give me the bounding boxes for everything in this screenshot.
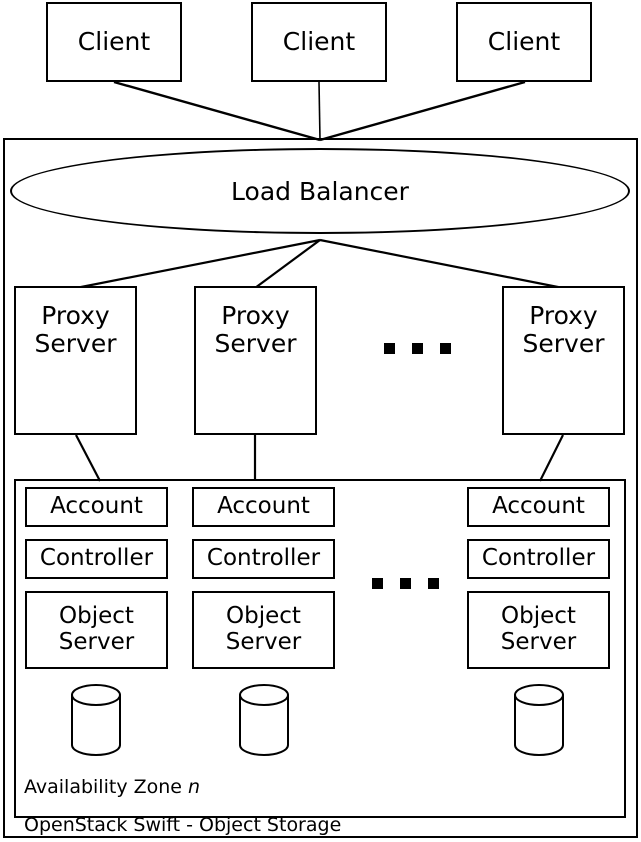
object-server-box-3[interactable]: Object Server	[467, 591, 610, 669]
object-server-label-1-line2: Server	[58, 629, 135, 655]
controller-box-1[interactable]: Controller	[25, 539, 168, 579]
proxy-server-box-3[interactable]: Proxy Server	[502, 286, 625, 435]
object-server-label-1-line1: Object	[59, 603, 134, 630]
proxy-server-label-3-line1: Proxy	[529, 301, 598, 330]
availability-zone-label: Availability Zone n	[24, 776, 200, 798]
availability-zone-text: Availability Zone	[24, 776, 189, 798]
controller-label-3: Controller	[481, 545, 596, 572]
controller-box-2[interactable]: Controller	[192, 539, 335, 579]
object-server-box-1[interactable]: Object Server	[25, 591, 168, 669]
proxy-server-label-2-line1: Proxy	[221, 301, 290, 330]
client-label-1: Client	[77, 27, 151, 56]
proxy-ellipsis-icon	[384, 343, 451, 354]
object-server-label-3-line1: Object	[501, 603, 576, 630]
client-label-3: Client	[487, 27, 561, 56]
controller-label-1: Controller	[39, 545, 154, 572]
proxy-server-box-1[interactable]: Proxy Server	[14, 286, 137, 435]
object-server-label-2-line1: Object	[226, 603, 301, 630]
object-server-box-2[interactable]: Object Server	[192, 591, 335, 669]
account-label-2: Account	[217, 493, 310, 520]
proxy-server-label-1-line2: Server	[34, 329, 117, 358]
diagram-title: OpenStack Swift - Object Storage	[24, 814, 342, 836]
storage-ellipsis-icon	[372, 578, 439, 589]
account-label-1: Account	[50, 493, 143, 520]
controller-box-3[interactable]: Controller	[467, 539, 610, 579]
client-box-2[interactable]: Client	[251, 2, 387, 82]
proxy-server-box-2[interactable]: Proxy Server	[194, 286, 317, 435]
proxy-server-label-3-line2: Server	[522, 329, 605, 358]
account-box-1[interactable]: Account	[25, 487, 168, 527]
proxy-server-label-1-line1: Proxy	[41, 301, 110, 330]
client-label-2: Client	[282, 27, 356, 56]
client-box-1[interactable]: Client	[46, 2, 182, 82]
account-label-3: Account	[492, 493, 585, 520]
load-balancer-label: Load Balancer	[231, 176, 409, 206]
proxy-server-label-2-line2: Server	[214, 329, 297, 358]
object-server-label-2-line2: Server	[225, 629, 302, 655]
storage-disk-icon-2	[238, 684, 290, 756]
client-box-3[interactable]: Client	[456, 2, 592, 82]
load-balancer-node[interactable]: Load Balancer	[10, 148, 630, 234]
storage-disk-icon-3	[513, 684, 565, 756]
object-server-label-3-line2: Server	[500, 629, 577, 655]
account-box-2[interactable]: Account	[192, 487, 335, 527]
account-box-3[interactable]: Account	[467, 487, 610, 527]
availability-zone-variable: n	[188, 776, 201, 798]
storage-disk-icon-1	[70, 684, 122, 756]
controller-label-2: Controller	[206, 545, 321, 572]
